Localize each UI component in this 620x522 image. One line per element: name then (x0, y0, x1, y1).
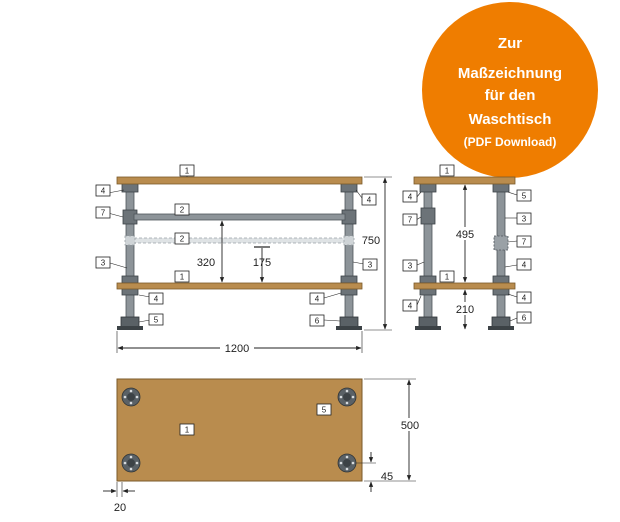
front-dim-1200-label-bg (220, 340, 254, 354)
top-flange-top-right (337, 387, 357, 407)
callout-side-mid-right: 4 (522, 261, 527, 270)
front-right-mid-flange-top (340, 275, 358, 284)
callout-front-lower-rail: 2 (180, 235, 185, 244)
callout-side-foot-right: 4 (522, 294, 527, 303)
front-right-foot (339, 316, 359, 328)
front-lower-rail (133, 237, 346, 244)
side-callouts: 1 4 5 7 3 7 3 1 4 (402, 164, 532, 324)
top-dim-500-text: 500 (401, 420, 419, 432)
side-left-mid-flange-top (419, 275, 437, 284)
callout-front-top-board: 1 (185, 167, 190, 176)
callout-front-foot-right: 4 (315, 295, 320, 304)
callout-front-leg-right: 3 (368, 261, 373, 270)
callout-front-base-right: 6 (315, 317, 320, 326)
front-lower-rail-right-fitting (343, 235, 355, 246)
side-dim-495-label-bg (451, 227, 479, 240)
top-dim-20-text: 20 (114, 502, 126, 514)
side-left-foot-base (415, 326, 441, 330)
callout-front-bottom-board: 1 (180, 273, 185, 282)
top-flange-top-left (121, 387, 141, 407)
callout-side-top-right: 5 (522, 192, 527, 201)
front-dim-750-text: 750 (362, 235, 380, 247)
badge-sub[interactable]: (PDF Download) (464, 135, 557, 149)
pdf-download-badge[interactable]: Zur Maßzeichnung für den Waschtisch (PDF… (422, 2, 598, 178)
callout-side-foot-left: 4 (408, 302, 413, 311)
badge-line-3[interactable]: für den (485, 87, 536, 104)
side-dim-495-text: 495 (456, 229, 474, 241)
badge-circle[interactable] (422, 2, 598, 178)
front-top-board (116, 176, 363, 185)
front-left-mid-flange-top (121, 275, 139, 284)
front-dim-1200-text: 1200 (225, 343, 249, 355)
callout-side-top-left: 4 (408, 193, 413, 202)
badge-line-2[interactable]: Maßzeichnung (458, 65, 562, 82)
callout-front-top-left: 4 (101, 187, 106, 196)
side-right-foot-base (488, 326, 514, 330)
front-right-leg (344, 182, 354, 324)
front-left-foot-base (117, 326, 143, 330)
callout-front-top-right: 4 (367, 196, 372, 205)
side-top-board (413, 176, 516, 185)
callout-top-flange: 5 (322, 406, 327, 415)
front-left-leg (125, 182, 135, 324)
front-right-foot-base (336, 326, 362, 330)
side-right-leg (496, 182, 506, 324)
front-upper-rail (133, 213, 346, 221)
front-view: 320 175 750 1200 1 4 4 7 (95, 164, 392, 355)
side-dim-210-label-bg (451, 302, 479, 315)
side-right-tee (493, 235, 509, 251)
callout-front-leg-left: 3 (101, 259, 106, 268)
top-dim-45-text: 45 (381, 471, 393, 483)
front-callouts: 1 4 4 7 2 2 3 3 1 4 (95, 164, 378, 327)
callout-top-board: 1 (185, 426, 190, 435)
callout-side-tee-left: 7 (408, 216, 413, 225)
front-bottom-board (116, 282, 363, 290)
side-left-foot (418, 316, 438, 328)
side-right-mid-flange-top (492, 275, 510, 284)
callout-side-pipe-right: 3 (522, 215, 527, 224)
side-dim-210-text: 210 (456, 304, 474, 316)
callout-side-tee-right: 7 (522, 238, 527, 247)
side-bottom-board (413, 282, 516, 290)
front-lower-rail-left-fitting (124, 235, 136, 246)
callout-side-leg-left: 3 (408, 262, 413, 271)
front-left-foot (120, 316, 140, 328)
badge-line-1[interactable]: Zur (498, 35, 522, 52)
callout-side-bottom-board: 1 (445, 273, 450, 282)
side-left-tee (420, 207, 436, 225)
top-flange-bottom-right (337, 453, 357, 473)
callout-front-tee-left: 7 (101, 209, 106, 218)
front-dim-175-text: 175 (253, 257, 271, 269)
callout-front-base-left: 5 (154, 316, 159, 325)
badge-line-4[interactable]: Waschtisch (469, 111, 552, 128)
top-dim-500-label-bg (396, 418, 424, 431)
callout-side-base-right: 6 (522, 314, 527, 323)
side-right-foot (491, 316, 511, 328)
top-flange-bottom-left (121, 453, 141, 473)
top-view: 1 5 500 45 20 (103, 378, 424, 514)
top-view-board (116, 378, 363, 482)
callout-front-upper-rail: 2 (180, 206, 185, 215)
side-view: 495 210 1 4 5 7 3 7 3 (402, 164, 532, 330)
front-dim-320-text: 320 (197, 257, 215, 269)
callout-front-foot-left: 4 (154, 295, 159, 304)
callout-side-top-board: 1 (445, 167, 450, 176)
side-left-leg (423, 182, 433, 324)
